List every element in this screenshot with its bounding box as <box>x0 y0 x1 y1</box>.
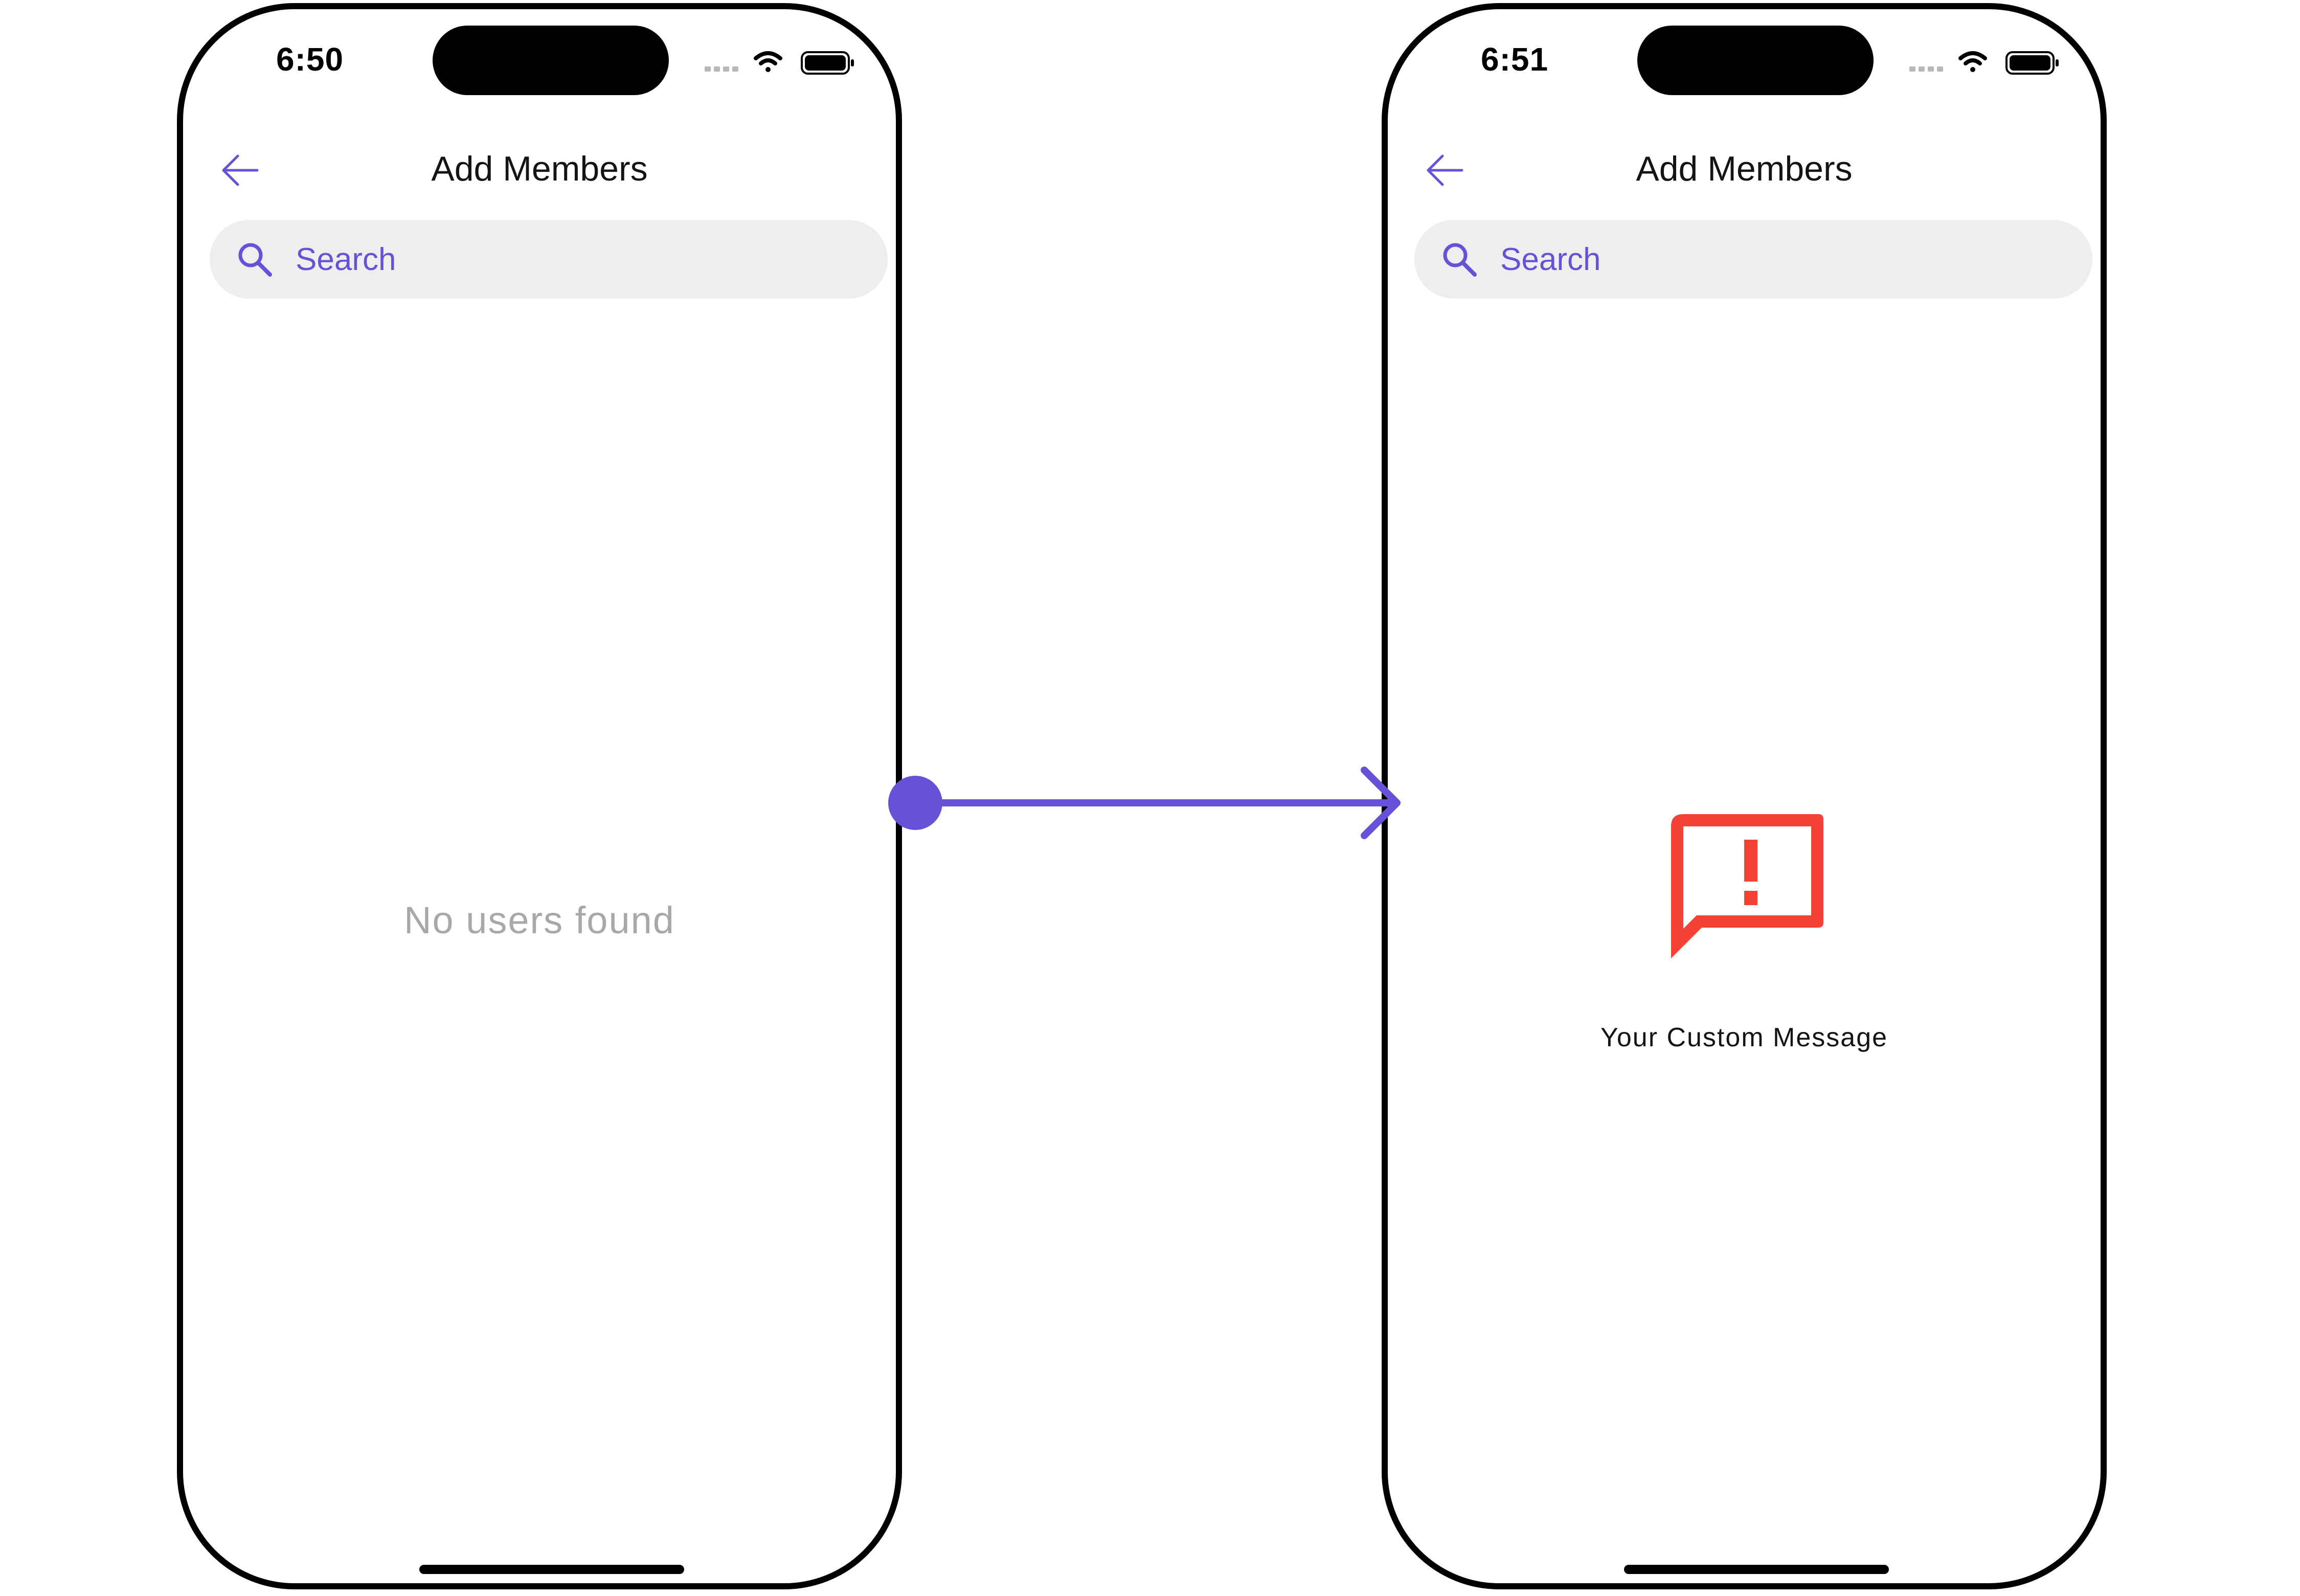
status-icons <box>1909 51 2059 75</box>
home-indicator <box>419 1565 684 1574</box>
phone-frame-before: 6:50 Add Members No users fou <box>177 3 902 1589</box>
back-button[interactable] <box>212 142 268 198</box>
dynamic-island <box>433 26 669 95</box>
battery-icon <box>2005 51 2059 75</box>
battery-icon <box>801 51 854 75</box>
arrow-left-icon <box>1427 154 1463 186</box>
page-title: Add Members <box>1636 149 1853 188</box>
empty-state-message: No users found <box>404 899 675 941</box>
message-alert-icon <box>1671 814 1823 958</box>
search-icon <box>238 243 272 277</box>
page-title: Add Members <box>431 149 648 188</box>
arrow-left-icon <box>222 154 259 186</box>
status-time: 6:51 <box>1481 41 1549 78</box>
search-bar[interactable] <box>210 220 888 299</box>
cellular-signal-icon <box>705 66 738 72</box>
wifi-icon <box>1958 51 1987 72</box>
phone-frame-after: 6:51 Add Members <box>1382 3 2107 1589</box>
back-button[interactable] <box>1416 142 1473 198</box>
custom-error-message: Your Custom Message <box>1600 1023 1888 1052</box>
search-input[interactable] <box>1500 241 2012 278</box>
wifi-icon <box>754 51 782 72</box>
dynamic-island <box>1637 26 1874 95</box>
search-input[interactable] <box>296 241 807 278</box>
search-icon <box>1443 243 1477 277</box>
home-indicator <box>1624 1565 1889 1574</box>
status-icons <box>705 51 854 75</box>
status-time: 6:50 <box>276 41 344 78</box>
cellular-signal-icon <box>1909 66 1943 72</box>
search-bar[interactable] <box>1414 220 2092 299</box>
